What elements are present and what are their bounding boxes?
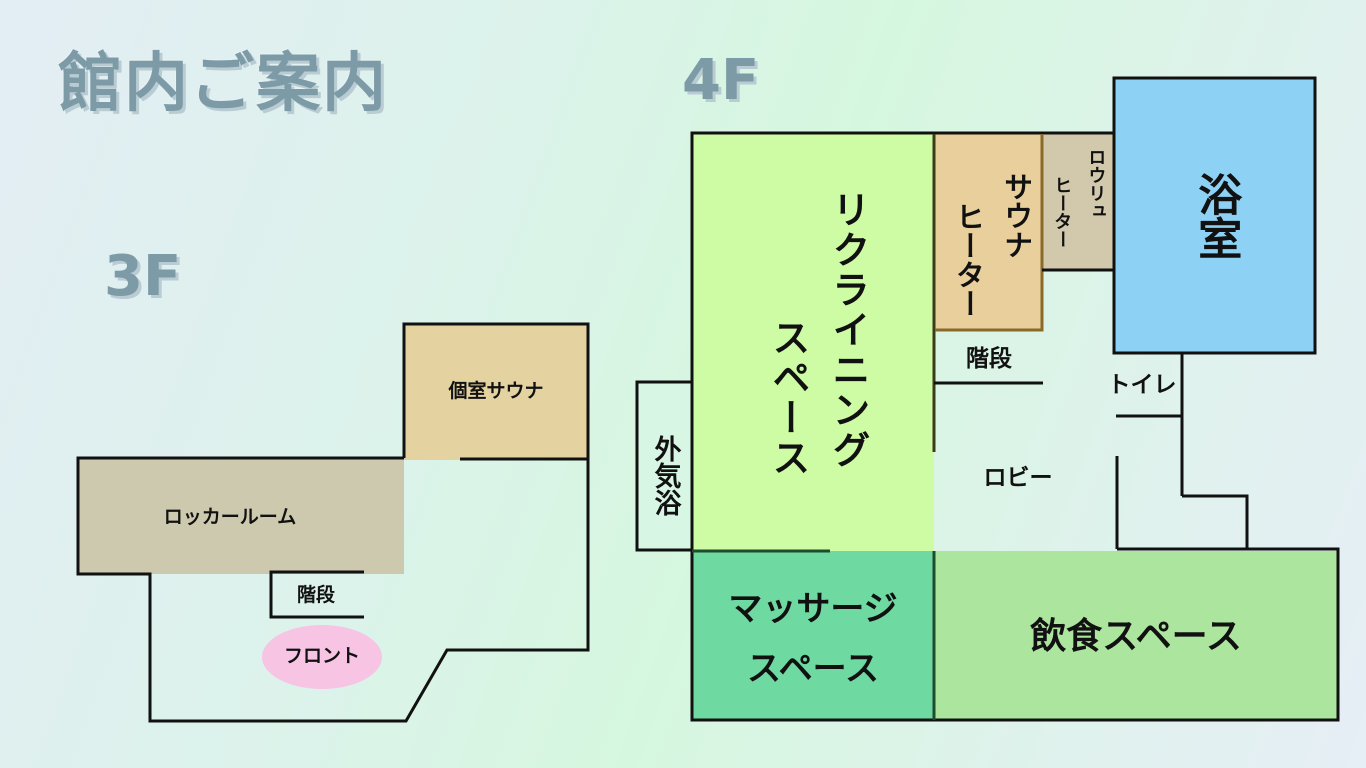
label-bathroom: 浴室 xyxy=(1190,172,1242,260)
label-stairs-4f: 階段 xyxy=(966,345,1012,372)
label-massage-line1: マッサージ xyxy=(728,589,898,630)
label-private-sauna: 個室サウナ xyxy=(448,380,544,403)
label-front: フロント xyxy=(283,645,360,668)
floor-3f-plan xyxy=(76,322,590,723)
label-dining-space: 飲食スペース xyxy=(1030,616,1242,658)
room-loyly-heater[interactable] xyxy=(1042,134,1114,270)
label-reclining-line2: スペース xyxy=(765,318,810,478)
label-massage-line2: スペース xyxy=(747,649,879,690)
label-reclining-line1: リクライニング xyxy=(825,190,870,470)
floor-label-4f: 4F xyxy=(682,48,760,113)
room-private-sauna[interactable] xyxy=(404,325,588,460)
front-desk[interactable] xyxy=(262,625,382,689)
label-loyly-heater-line2: ヒーター xyxy=(1051,176,1073,248)
label-stairs-3f: 階段 xyxy=(296,584,335,607)
label-sauna-heater-line2: ヒーター xyxy=(951,202,986,318)
walls-4f xyxy=(635,76,1340,722)
label-locker-room: ロッカールーム xyxy=(163,506,297,529)
label-outdoor-bath: 外気浴 xyxy=(649,434,681,516)
floor-4f-plan xyxy=(635,76,1340,722)
floor-label-3f: 3F xyxy=(104,244,182,309)
room-dining-space[interactable] xyxy=(934,551,1338,720)
label-toilet: トイレ xyxy=(1107,371,1177,398)
room-bathroom[interactable] xyxy=(1114,78,1315,353)
room-outdoor-bath[interactable] xyxy=(637,382,692,550)
walls-3f xyxy=(76,322,590,723)
label-sauna-heater-line1: サウナ xyxy=(999,171,1034,259)
room-sauna-heater[interactable] xyxy=(934,134,1042,330)
page-title: 館内ご案内 xyxy=(58,47,388,121)
room-reclining-space[interactable] xyxy=(692,133,934,551)
label-loyly-heater-line1: ロウリュ xyxy=(1085,148,1107,220)
room-massage-space[interactable] xyxy=(692,551,934,720)
label-lobby: ロビー xyxy=(983,464,1053,491)
room-locker-room[interactable] xyxy=(78,458,404,574)
